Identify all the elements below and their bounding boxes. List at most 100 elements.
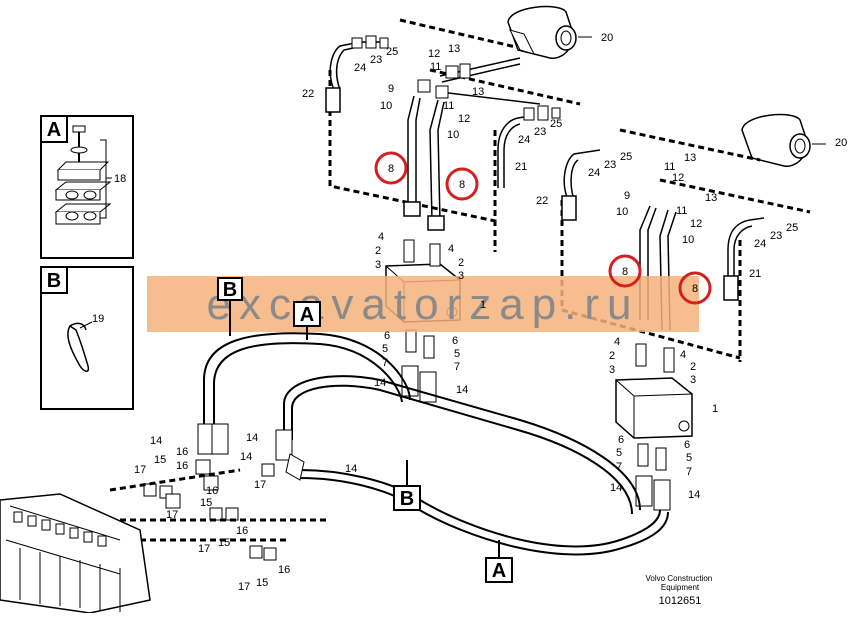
callout-6: 6	[384, 330, 390, 342]
svg-text:A: A	[300, 304, 314, 326]
callout-11b: 11	[443, 100, 454, 112]
section-marker-a-bottom: A	[485, 540, 513, 583]
callout-17c: 17	[166, 509, 178, 521]
callout-17b: 17	[254, 479, 266, 491]
callout-9c: 9	[624, 190, 630, 202]
callout-25d: 25	[786, 222, 798, 234]
callout-25c: 25	[620, 151, 632, 163]
callout-14g: 14	[246, 432, 258, 444]
callout-16d: 16	[236, 525, 248, 537]
callout-10c: 10	[616, 206, 628, 218]
callout-7: 7	[382, 357, 388, 369]
callout-14b: 14	[456, 384, 468, 396]
svg-text:A: A	[492, 560, 506, 582]
callout-10: 10	[380, 100, 392, 112]
callout-20b: 20	[835, 137, 847, 149]
callout-24b: 24	[518, 134, 530, 146]
callout-13b: 13	[472, 86, 484, 98]
callout-4b: 4	[448, 243, 454, 255]
fittings-upper	[351, 35, 561, 121]
callout-17d: 17	[198, 543, 210, 555]
callout-5c: 5	[616, 447, 622, 459]
detail-b-letter: B	[47, 270, 61, 292]
callout-14h: 14	[345, 463, 357, 475]
callout-21b: 21	[749, 268, 761, 280]
callout-7b: 7	[454, 361, 460, 373]
elbow-fitting-upper	[507, 5, 592, 59]
callout-16: 16	[176, 446, 188, 458]
callout-17: 17	[134, 464, 146, 476]
callout-3d: 3	[690, 374, 696, 386]
highlight-8-right-right: 8	[678, 271, 712, 305]
callout-1: 1	[480, 299, 486, 311]
callout-22b: 22	[536, 195, 548, 207]
elbow-fitting-right	[741, 113, 826, 167]
svg-text:8: 8	[622, 266, 628, 278]
callout-14: 14	[374, 377, 386, 389]
callout-14c: 14	[610, 482, 622, 494]
detail-b-frame	[40, 266, 134, 410]
callout-6b: 6	[452, 335, 458, 347]
callout-2b: 2	[458, 257, 464, 269]
callout-3c: 3	[609, 364, 615, 376]
section-marker-a-top: A	[293, 301, 321, 340]
callout-24c: 24	[588, 167, 600, 179]
callout-7c: 7	[616, 461, 622, 473]
callout-14f: 14	[240, 451, 252, 463]
callout-15: 15	[154, 454, 166, 466]
callout-12: 12	[428, 48, 440, 60]
highlight-8-upper-left: 8	[374, 151, 408, 185]
svg-text:B: B	[400, 488, 414, 510]
detail-a-letter-box	[40, 115, 68, 143]
callout-15c: 15	[218, 537, 230, 549]
highlight-8-right-left: 8	[608, 254, 642, 288]
callout-5: 5	[382, 343, 388, 355]
callout-4: 4	[378, 231, 384, 243]
highlighted-callouts: 8 8 8 8	[374, 151, 712, 305]
callout-11c: 11	[664, 161, 675, 173]
callout-6c: 6	[618, 434, 624, 446]
callout-13d: 13	[705, 192, 717, 204]
hoses	[203, 332, 669, 556]
callout-5d: 5	[686, 452, 692, 464]
lower-dashed-brackets	[109, 468, 330, 542]
detail-view-b: B 19	[40, 266, 134, 410]
svg-text:8: 8	[459, 179, 465, 191]
callout-3: 3	[375, 259, 381, 271]
callout-10b: 10	[447, 129, 459, 141]
callout-19: 19	[92, 313, 104, 325]
callout-2d: 2	[690, 361, 696, 373]
callout-4c: 4	[614, 336, 620, 348]
callout-11: 11	[430, 61, 441, 73]
callout-7d: 7	[686, 466, 692, 478]
callout-23d: 23	[770, 230, 782, 242]
callout-5b: 5	[454, 348, 460, 360]
callout-16c: 16	[206, 485, 218, 497]
callout-18: 18	[114, 173, 126, 185]
detail-a-letter: A	[47, 119, 61, 141]
callout-9: 9	[388, 83, 394, 95]
callout-12b: 12	[458, 113, 470, 125]
callout-13: 13	[448, 43, 460, 55]
callout-14e: 14	[150, 435, 162, 447]
svg-text:8: 8	[692, 283, 698, 295]
callout-12c: 12	[672, 172, 684, 184]
section-marker-b-top: B	[217, 277, 243, 336]
callout-22: 22	[302, 88, 314, 100]
drawing-number: 1012651	[659, 595, 702, 607]
callout-2c: 2	[609, 350, 615, 362]
callout-24: 24	[354, 62, 366, 74]
detail-view-a: A 18	[40, 115, 134, 259]
callout-6d: 6	[684, 439, 690, 451]
callout-23b: 23	[534, 126, 546, 138]
callout-1b: 1	[712, 403, 718, 415]
drawing-footer: Volvo Construction Equipment 1012651	[646, 574, 713, 607]
callout-10d: 10	[682, 234, 694, 246]
section-markers: A B A B	[217, 277, 513, 583]
callouts: 20 25 23 24 13 12 11 9 10 13 11 12 10 22…	[134, 32, 847, 593]
callout-25b: 25	[550, 118, 562, 130]
callout-2: 2	[375, 245, 381, 257]
callout-4d: 4	[680, 349, 686, 361]
